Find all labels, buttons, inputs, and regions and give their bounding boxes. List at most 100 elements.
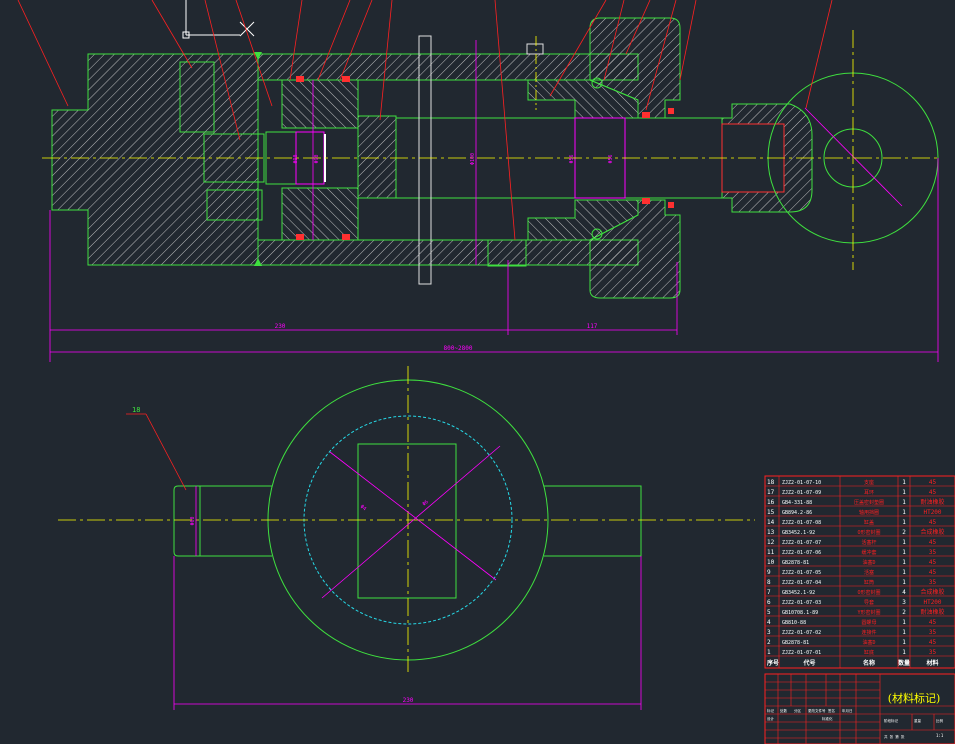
svg-text:处数: 处数 [780,708,788,713]
parts-row-4-qty: 1 [902,619,906,626]
top-view-dim-diag-1 [329,451,497,581]
parts-row-9-name: 活塞 [864,569,874,576]
parts-row-2-no: 2 [767,639,771,646]
parts-row-13-no: 13 [767,529,775,536]
parts-row-17-code: ZJZ2-01-07-09 [782,490,821,496]
parts-row-17-qty: 1 [902,489,906,496]
parts-row-13-code: GB3452.1-92 [782,530,815,536]
svg-text:标记: 标记 [767,708,775,713]
top-dim-small: Φ4 [359,504,367,512]
piston-top [281,79,359,129]
parts-header-material: 材料 [925,659,938,667]
parts-row-4-material: 45 [929,619,937,626]
parts-row-1-qty: 1 [902,649,906,656]
parts-row-17-no: 17 [767,489,775,496]
parts-row-11-name: 缓冲套 [861,549,876,556]
parts-row-11-material: 35 [929,549,937,556]
parts-row-15-qty: 1 [902,509,906,516]
parts-row-6-qty: 3 [902,599,906,606]
parts-header-qty: 数量 [898,659,910,667]
parts-row-1-name: 缸底 [864,649,874,656]
parts-row-16-code: GB4-331-88 [782,500,812,506]
parts-row-8-name: 缸筒 [864,579,874,586]
parts-row-13-qty: 2 [902,529,906,536]
parts-row-4-name: 圆螺母 [861,619,876,626]
parts-row-10-name: 油塞D [862,559,875,566]
parts-row-3-name: 连接件 [861,629,876,636]
top-dim-large: Φ6 [421,499,429,507]
parts-header-name: 名称 [863,659,875,667]
section-view [42,17,940,299]
parts-row-5-qty: 2 [902,609,906,616]
parts-row-16-no: 16 [767,499,775,506]
ear-ring-dim-diagonal [804,107,903,207]
cylinder-cover-part [589,17,681,119]
parts-row-5-no: 5 [767,609,771,616]
parts-row-7-no: 7 [767,589,771,596]
material-mark: (材料标记) [888,691,941,705]
parts-row-18-no: 18 [767,479,775,486]
parts-row-18-material: 45 [929,479,937,486]
barrel-top-wall [257,53,639,81]
parts-row-18-name: 支座 [864,479,874,486]
svg-text:比例: 比例 [936,718,944,723]
parts-row-11-code: ZJZ2-01-07-06 [782,550,821,556]
parts-row-8-qty: 1 [902,579,906,586]
parts-row-9-qty: 1 [902,569,906,576]
parts-row-7-material: 合成橡胶 [920,588,944,596]
inline-dim-2: Φ90 [314,154,320,163]
parts-row-14-qty: 1 [902,519,906,526]
parts-row-9-material: 45 [929,569,937,576]
parts-row-2-name: 油塞D [862,639,875,646]
title-block-frame [764,673,955,744]
inline-dim-5: Φ56 [608,154,614,163]
parts-row-15-material: HT200 [923,509,941,516]
parts-row-17-material: 45 [929,489,937,496]
parts-row-2-material: 45 [929,639,937,646]
parts-row-12-code: ZJZ2-01-07-07 [782,540,821,546]
svg-text:标准化: 标准化 [822,716,833,721]
svg-text:签名: 签名 [828,708,835,713]
svg-text:阶段标记: 阶段标记 [884,718,898,723]
parts-row-14-material: 45 [929,519,937,526]
parts-list-frame [764,475,955,669]
parts-row-6-name: 导套 [864,599,874,606]
parts-row-18-qty: 1 [902,479,906,486]
cylinder-cover-lower [589,199,681,299]
parts-row-6-code: ZJZ2-01-07-03 [782,600,821,606]
parts-row-10-no: 10 [767,559,775,566]
seal-ring-top [591,77,603,89]
parts-row-7-code: GB3452.1-92 [782,590,815,596]
parts-row-16-material: 耐油橡胶 [920,498,944,506]
parts-row-6-no: 6 [767,599,771,606]
parts-row-2-qty: 1 [902,639,906,646]
parts-row-7-qty: 4 [902,589,906,596]
svg-text:年月日: 年月日 [842,708,853,713]
title-block: (材料标记) 标记 处数 分区 更改文件号 签名 年月日 设计 标准化 阶段标记… [764,673,955,744]
parts-row-8-material: 35 [929,579,937,586]
parts-row-3-no: 3 [767,629,771,636]
parts-row-11-qty: 1 [902,549,906,556]
parts-row-13-material: 合成橡胶 [920,528,944,536]
left-trunnion [173,485,272,557]
barrel-bottom-wall [257,239,639,266]
parts-row-12-qty: 1 [902,539,906,546]
svg-text:分区: 分区 [794,708,802,713]
parts-row-12-name: 活塞杆 [861,539,876,546]
parts-row-10-material: 45 [929,559,937,566]
weld-mark-top [254,52,262,60]
parts-row-17-name: 耳环 [864,490,874,496]
balloon-18-leader [145,413,187,491]
title-block-grid [765,674,955,744]
oil-plug-bottom [487,239,527,267]
top-view: Φ6 Φ4 Φ60 230 18 [58,366,755,710]
top-view-dim-diag-2 [321,445,501,599]
parts-row-16-name: 压盖密封垫圈 [854,499,884,506]
parts-row-15-code: GB894.2-86 [782,510,812,516]
parts-row-4-code: GB810-88 [782,620,806,626]
parts-row-4-no: 4 [767,619,771,626]
svg-text:设计: 设计 [767,716,775,721]
parts-row-2-code: GB2878-81 [782,640,809,646]
